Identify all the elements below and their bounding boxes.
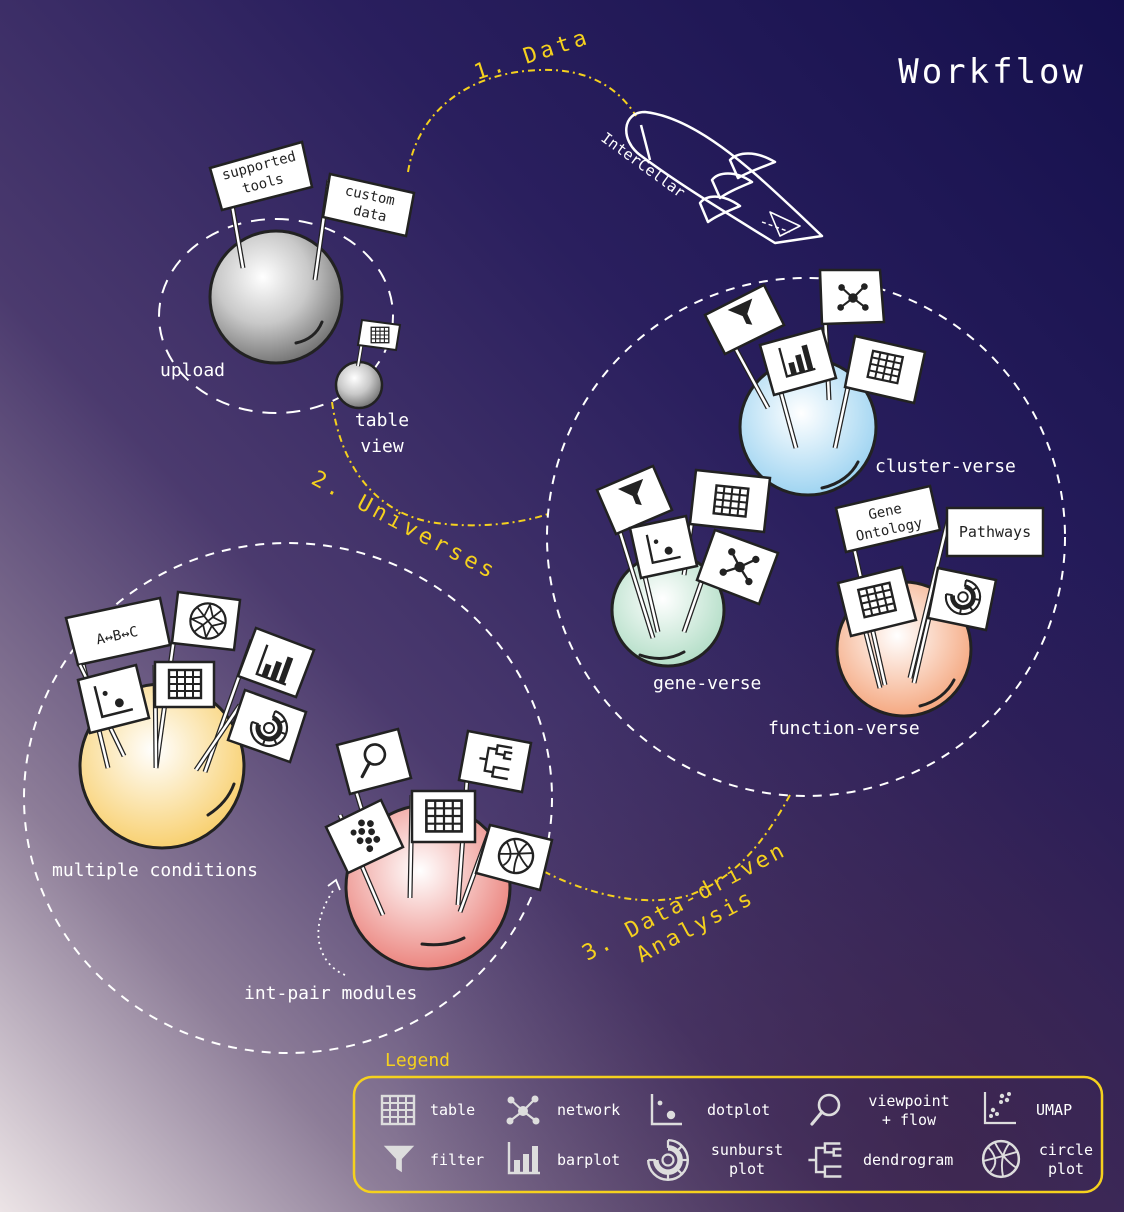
- legend-item-table: table: [380, 1094, 475, 1126]
- intpair-label: int-pair modules: [244, 983, 417, 1004]
- rocket-icon: [625, 110, 824, 245]
- legend-label-table: table: [430, 1101, 475, 1119]
- upload-label: upload: [160, 360, 225, 381]
- legend-label-barplot: barplot: [557, 1151, 620, 1169]
- journey-path: [331, 68, 791, 902]
- conditions-orbit: [23, 542, 553, 1054]
- table-view-label-line2: view: [360, 436, 404, 457]
- flag-custom-line2: data: [352, 203, 388, 226]
- function-verse-label: function-verse: [768, 718, 920, 739]
- legend-label-viewpoint-line2: + flow: [882, 1111, 937, 1129]
- legend-label-filter: filter: [430, 1151, 484, 1169]
- upload-orbit: [158, 218, 394, 414]
- page-title: Workflow: [898, 52, 1086, 92]
- legend-label-circle-line2: plot: [1048, 1160, 1084, 1178]
- gene-verse-label: gene-verse: [653, 673, 761, 694]
- flag-supported-tools: supported tools: [208, 140, 314, 269]
- flag-pathways: Pathways: [959, 523, 1031, 541]
- legend-label-sunburst-line1: sunburst: [711, 1141, 783, 1159]
- legend-label-dendrogram: dendrogram: [863, 1151, 953, 1169]
- intpair-planet: [324, 727, 554, 971]
- int-pair-arrow-icon: [327, 878, 341, 891]
- legend-label-viewpoint-line1: viewpoint: [868, 1092, 949, 1110]
- legend-items: table network dotplot viewpoint + flow U…: [380, 1090, 1093, 1180]
- legend-item-viewpoint: viewpoint + flow: [810, 1092, 950, 1129]
- legend-item-barplot: barplot: [507, 1140, 620, 1175]
- flag-table-view: [356, 318, 402, 367]
- upload-planet: supported tools custom data: [208, 140, 416, 410]
- legend-title: Legend: [385, 1050, 450, 1071]
- legend-box: [352, 1075, 1104, 1194]
- legend-item-dendrogram: dendrogram: [807, 1142, 953, 1178]
- legend-item-umap: UMAP: [983, 1090, 1072, 1125]
- int-pair-loop: [317, 887, 346, 976]
- legend-item-sunburst: sunburst plot: [648, 1140, 783, 1180]
- table-view-moon: [334, 360, 384, 410]
- legend-label-dotplot: dotplot: [707, 1101, 770, 1119]
- function-verse-planet: Gene Ontology Pathways: [834, 484, 1045, 718]
- legend-label-circle-line1: circle: [1039, 1141, 1093, 1159]
- gene-verse-planet: [595, 464, 780, 668]
- legend-item-network: network: [505, 1094, 620, 1126]
- cluster-verse-planet: [703, 268, 927, 497]
- conditions-label: multiple conditions: [52, 860, 258, 881]
- table-view-label-line1: table: [355, 410, 409, 431]
- legend-label-umap: UMAP: [1036, 1101, 1072, 1119]
- universe-orbit: [546, 277, 1066, 797]
- legend-item-circle-plot: circle plot: [981, 1139, 1093, 1179]
- legend-label-sunburst-line2: plot: [729, 1160, 765, 1178]
- legend-item-dotplot: dotplot: [650, 1092, 770, 1126]
- flag-gene-ontology-line1: Gene: [867, 501, 903, 524]
- legend-label-network: network: [557, 1101, 620, 1119]
- conditions-planet: A↔B↔C: [64, 590, 316, 850]
- legend-item-filter: filter: [383, 1145, 484, 1173]
- cluster-verse-label: cluster-verse: [875, 456, 1016, 477]
- flag-custom-data: custom data: [312, 172, 416, 281]
